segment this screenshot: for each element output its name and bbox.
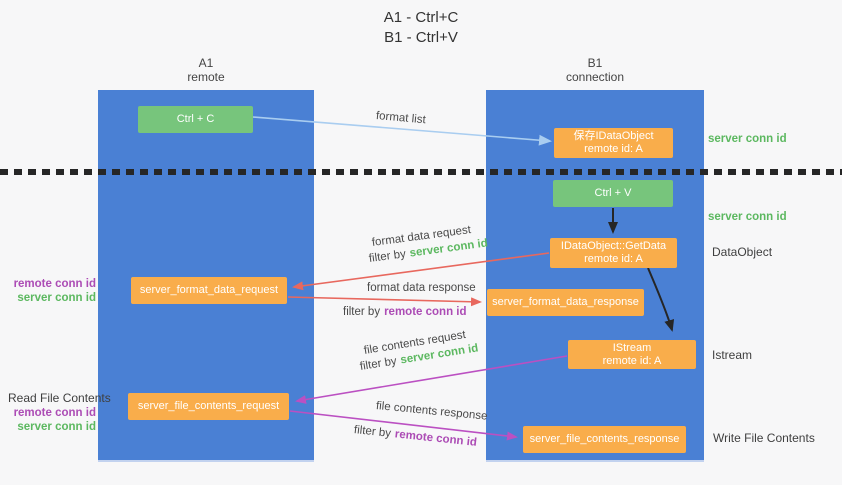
server-format-data-response-box: server_format_data_response bbox=[487, 289, 644, 316]
server-conn-id-right-mid: server conn id bbox=[708, 211, 787, 223]
server-conn-id-left-bottom: server conn id bbox=[17, 421, 96, 433]
ctrl-c-box: Ctrl + C bbox=[138, 106, 253, 133]
arrow-getdata-to-istream bbox=[647, 267, 675, 332]
remote-conn-id-left-top: remote conn id bbox=[13, 278, 96, 290]
arrow-format-data-request bbox=[292, 252, 550, 291]
remote-conn-id-left-bottom: remote conn id bbox=[13, 407, 96, 419]
filter-key-remote-conn-id: remote conn id bbox=[384, 306, 467, 318]
lifeline-header-a1: A1 remote bbox=[98, 56, 314, 84]
lifeline-a1-name: A1 bbox=[198, 56, 214, 70]
server-format-data-response-label: server_format_data_response bbox=[492, 296, 639, 308]
arrow-file-contents-request bbox=[295, 355, 568, 404]
arrow-file-contents-response bbox=[289, 410, 518, 441]
idataobject-getdata-line1: IDataObject::GetData bbox=[560, 240, 667, 252]
server-file-contents-response-label: server_file_contents_response bbox=[529, 433, 680, 445]
idataobject-getdata-box: IDataObject::GetData remote id: A bbox=[550, 238, 677, 268]
server-conn-id-right-top: server conn id bbox=[708, 133, 787, 145]
filter-by-prefix: filter by bbox=[343, 306, 381, 318]
server-conn-id-left-top: server conn id bbox=[17, 292, 96, 304]
ctrl-v-box: Ctrl + V bbox=[553, 180, 673, 207]
title-line-1: A1 - Ctrl+C bbox=[383, 9, 459, 26]
title-line-2: B1 - Ctrl+V bbox=[384, 29, 458, 46]
save-idataobject-box: 保存IDataObject remote id: A bbox=[554, 128, 673, 158]
dashed-separator-line bbox=[0, 169, 842, 175]
write-file-contents-annotation: Write File Contents bbox=[713, 431, 815, 445]
diagram-title: A1 - Ctrl+C B1 - Ctrl+V bbox=[0, 8, 842, 48]
lifeline-a1-role: remote bbox=[187, 70, 225, 84]
istream-line1: IStream bbox=[612, 341, 652, 354]
ctrl-v-label: Ctrl + V bbox=[594, 187, 632, 199]
server-format-data-request-box: server_format_data_request bbox=[131, 277, 287, 304]
ctrl-c-label: Ctrl + C bbox=[176, 113, 215, 125]
istream-annotation: Istream bbox=[712, 348, 753, 362]
arrow-format-list bbox=[252, 116, 552, 146]
dataobject-annotation: DataObject bbox=[712, 245, 773, 259]
idataobject-getdata-line2: remote id: A bbox=[584, 253, 643, 265]
save-idataobject-line2: remote id: A bbox=[584, 143, 643, 155]
save-idataobject-line1: 保存IDataObject bbox=[573, 130, 654, 142]
lifeline-b1-role: connection bbox=[565, 70, 625, 84]
lifeline-header-b1: B1 connection bbox=[486, 56, 704, 84]
read-file-contents-annotation: Read File Contents bbox=[8, 391, 111, 405]
format-data-response-label: format data response bbox=[367, 282, 476, 294]
arrow-format-data-response bbox=[287, 296, 482, 307]
istream-line2: remote id: A bbox=[602, 354, 662, 367]
server-file-contents-response-box: server_file_contents_response bbox=[523, 426, 686, 453]
istream-box: IStream remote id: A bbox=[568, 340, 696, 369]
server-format-data-request-label: server_format_data_request bbox=[139, 284, 279, 296]
lifeline-b1-name: B1 bbox=[587, 56, 603, 70]
server-file-contents-request-box: server_file_contents_request bbox=[128, 393, 289, 420]
server-file-contents-request-label: server_file_contents_request bbox=[137, 400, 280, 412]
filter-by-prefix: filter by bbox=[353, 424, 392, 440]
